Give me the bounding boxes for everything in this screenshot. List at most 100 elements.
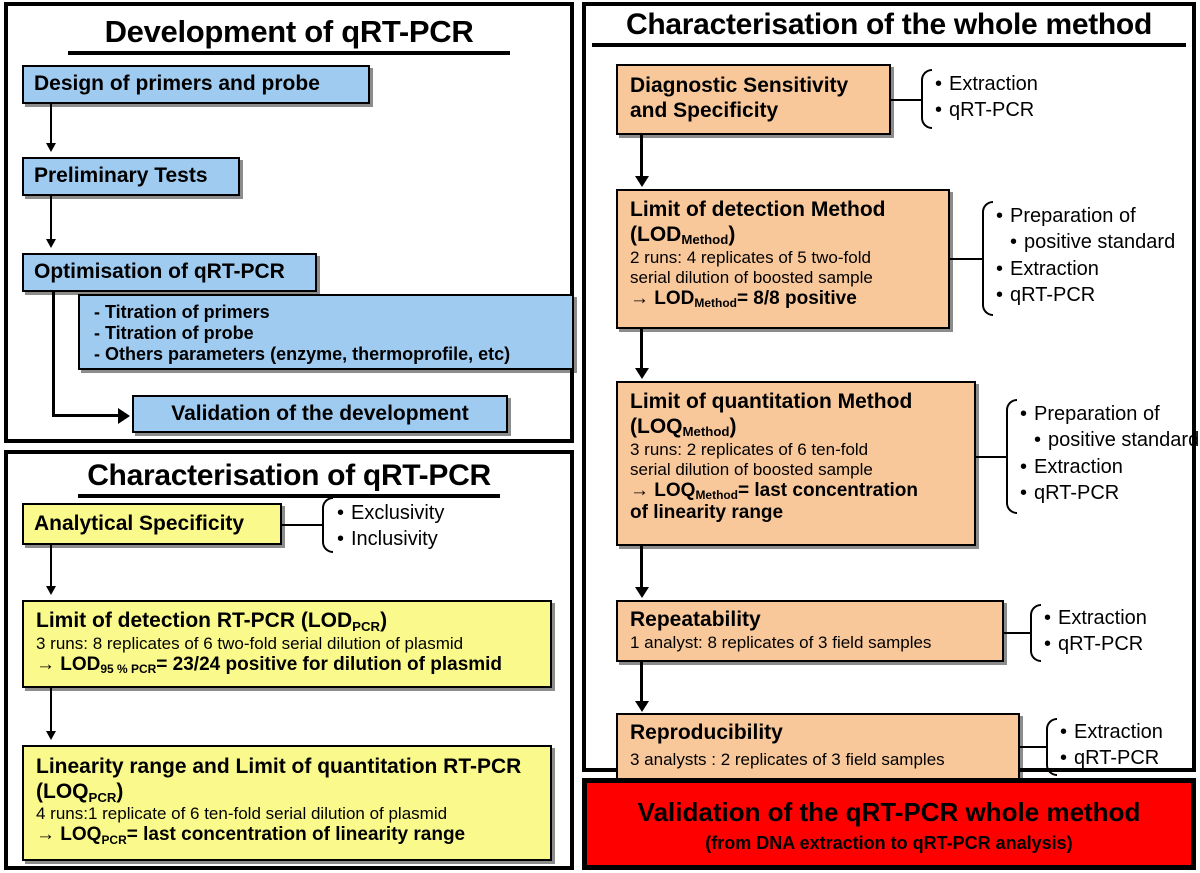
box-lod-pcr-detail: 3 runs: 8 replicates of 6 two-fold seria…: [36, 633, 464, 653]
box-repeatability[interactable]: Repeatability 1 analyst: 8 replicates of…: [616, 600, 1004, 662]
arrowhead-loq-to-repeatability: [635, 587, 649, 598]
box-lod-pcr-result: → LOD95 % PCR= 23/24 positive for diluti…: [36, 654, 538, 676]
box-lod-method-heading-post2: ): [728, 222, 736, 246]
box-loq-pcr-result-sub: PCR: [101, 832, 127, 847]
box-loq-method-detail1: 3 runs: 2 replicates of 6 ten-fold: [630, 439, 869, 459]
box-lod-method-heading-line1: Limit of detection Method: [630, 198, 886, 221]
box-diagnostic-sensitivity-specificity[interactable]: Diagnostic Sensitivity and Specificity: [616, 64, 891, 135]
connector-specificity-to-lod-pcr: [50, 545, 52, 589]
box-loq-method[interactable]: Limit of quantitation Method (LOQMethod)…: [616, 381, 976, 546]
box-diagnostic-line1: Diagnostic Sensitivity: [630, 74, 849, 97]
box-loq-method-heading-sub2: Method: [682, 424, 730, 440]
banner-validation-sub-text: (from DNA extraction to qRT-PCR analysis…: [705, 833, 1073, 853]
bracket-curly-loq-method: [1006, 399, 1017, 514]
box-lod-method-result-pre: → LOD: [630, 287, 695, 309]
box-loq-method-result-line2: of linearity range: [630, 502, 784, 524]
box-lod-method-heading-pre2: (LOD: [630, 222, 682, 246]
bracket-item-reproducibility-qrtpcr: qRT-PCR: [1060, 745, 1163, 771]
box-design-label: Design of primers and probe: [34, 72, 320, 96]
box-loq-pcr-result: → LOQPCR= last concentration of linearit…: [36, 824, 538, 846]
detail-item-titration-probe: - Titration of probe: [94, 323, 254, 344]
bracket-stem-analytical-specificity: [282, 524, 324, 526]
arrowhead-specificity-to-lod-pcr: [46, 586, 56, 595]
box-loq-pcr-heading-pre: Linearity range and Limit of quantitatio…: [36, 755, 522, 804]
box-reproducibility[interactable]: Reproducibility 3 analysts : 2 replicate…: [616, 713, 1020, 781]
connector-repeatability-to-reproducibility: [640, 662, 643, 704]
connector-preliminary-to-optimisation: [50, 196, 52, 242]
bracket-item-exclusivity: Exclusivity: [337, 500, 444, 526]
connector-lod-to-loq-pcr: [50, 688, 52, 734]
box-lod-method[interactable]: Limit of detection Method (LODMethod) 2 …: [616, 189, 950, 329]
bracket-item-loq-preparation: Preparation of: [1020, 401, 1200, 427]
box-lod-pcr-result-pre: → LOD: [36, 653, 101, 675]
box-loq-method-result-post: = last concentration: [738, 479, 919, 501]
bracket-items-loq-method: Preparation of positive standards Extrac…: [1020, 401, 1200, 507]
arrowhead-optimisation-to-validation: [118, 408, 130, 424]
panel-title-characterisation-pcr-text: Characterisation of qRT-PCR: [78, 459, 500, 498]
box-lod-rt-pcr[interactable]: Limit of detection RT-PCR (LODPCR) 3 run…: [22, 600, 552, 688]
bracket-item-diagnostic-qrtpcr: qRT-PCR: [935, 97, 1038, 123]
box-lod-pcr-heading-pre: Limit of detection RT-PCR (LOD: [36, 609, 353, 632]
bracket-curly-analytical-specificity: [322, 497, 333, 553]
box-validation-of-the-development[interactable]: Validation of the development: [132, 395, 508, 433]
box-loq-pcr-detail: 4 runs:1 replicate of 6 ten-fold serial …: [36, 804, 448, 824]
bracket-item-lod-positive-standard: positive standard: [996, 229, 1175, 255]
box-validation-development-label: Validation of the development: [171, 401, 469, 425]
arrowhead-preliminary-to-optimisation: [46, 239, 56, 248]
box-loq-method-result-sub: Method: [695, 487, 738, 502]
arrowhead-diagnostic-to-lod-method: [635, 176, 649, 187]
bracket-item-lod-extraction: Extraction: [996, 256, 1175, 282]
bracket-item-lod-qrtpcr: qRT-PCR: [996, 282, 1175, 308]
bracket-item-lod-preparation: Preparation of: [996, 203, 1175, 229]
connector-lod-to-loq-method: [640, 329, 643, 371]
bracket-item-loq-positive-standards: positive standards: [1020, 427, 1200, 453]
box-analytical-specificity-label: Analytical Specificity: [34, 511, 245, 535]
connector-optimisation-elbow-horizontal: [52, 414, 120, 417]
box-loq-rt-pcr[interactable]: Linearity range and Limit of quantitatio…: [22, 745, 552, 861]
bracket-item-loq-extraction: Extraction: [1020, 454, 1200, 480]
box-lod-method-heading-sub2: Method: [681, 232, 729, 248]
box-loq-method-detail2: serial dilution of boosted sample: [630, 459, 873, 479]
box-optimisation-details[interactable]: - Titration of primers - Titration of pr…: [78, 294, 574, 370]
bracket-items-analytical-specificity: Exclusivity Inclusivity: [337, 500, 444, 553]
box-preliminary-tests[interactable]: Preliminary Tests: [22, 157, 240, 196]
bracket-stem-loq-method: [976, 456, 1008, 458]
bracket-item-loq-qrtpcr: qRT-PCR: [1020, 480, 1200, 506]
box-design-of-primers-and-probe[interactable]: Design of primers and probe: [22, 65, 370, 104]
arrowhead-lod-to-loq-method: [635, 368, 649, 379]
box-loq-pcr-result-pre: → LOQ: [36, 824, 102, 846]
box-preliminary-label: Preliminary Tests: [34, 164, 208, 188]
bracket-items-reproducibility: Extraction qRT-PCR: [1060, 719, 1163, 772]
bracket-item-repeatability-qrtpcr: qRT-PCR: [1044, 631, 1147, 657]
bracket-curly-diagnostic: [921, 69, 932, 129]
bracket-item-repeatability-extraction: Extraction: [1044, 605, 1147, 631]
panel-title-characterisation-method-text: Characterisation of the whole method: [592, 8, 1186, 47]
box-loq-method-result-pre: → LOQ: [630, 479, 696, 501]
box-lod-pcr-result-post: = 23/24 positive for dilution of plasmid: [156, 653, 503, 675]
box-loq-method-heading-line2: (LOQMethod): [630, 415, 962, 440]
box-lod-method-detail1: 2 runs: 4 replicates of 5 two-fold: [630, 247, 871, 267]
bracket-stem-diagnostic: [891, 99, 923, 101]
bracket-curly-lod-method: [982, 201, 993, 316]
panel-title-characterisation-method: Characterisation of the whole method: [586, 8, 1192, 47]
bracket-curly-repeatability: [1030, 604, 1041, 662]
box-lod-pcr-result-sub: 95 % PCR: [100, 662, 157, 677]
panel-title-development-text: Development of qRT-PCR: [68, 14, 510, 55]
box-optimisation-label: Optimisation of qRT-PCR: [34, 260, 285, 284]
box-diagnostic-line2: and Specificity: [630, 98, 779, 122]
panel-title-characterisation-pcr: Characterisation of qRT-PCR: [8, 459, 570, 498]
arrowhead-repeatability-to-reproducibility: [635, 701, 649, 712]
box-lod-pcr-heading: Limit of detection RT-PCR (LODPCR): [36, 609, 538, 634]
box-loq-method-heading-post2: ): [729, 414, 737, 438]
box-lod-pcr-heading-post: ): [380, 609, 388, 632]
box-loq-pcr-heading: Linearity range and Limit of quantitatio…: [36, 754, 538, 805]
box-optimisation-of-qrt-pcr[interactable]: Optimisation of qRT-PCR: [22, 253, 317, 292]
arrowhead-lod-to-loq-pcr: [46, 731, 56, 740]
detail-item-other-parameters: - Others parameters (enzyme, thermoprofi…: [94, 344, 511, 365]
connector-loq-to-repeatability: [640, 546, 643, 590]
bracket-stem-repeatability: [1004, 632, 1032, 634]
detail-item-titration-primers: - Titration of primers: [94, 302, 270, 322]
banner-validation-whole-method: Validation of the qRT-PCR whole method (…: [582, 778, 1196, 870]
box-loq-method-heading-line1: Limit of quantitation Method: [630, 390, 913, 413]
box-analytical-specificity[interactable]: Analytical Specificity: [22, 503, 282, 545]
